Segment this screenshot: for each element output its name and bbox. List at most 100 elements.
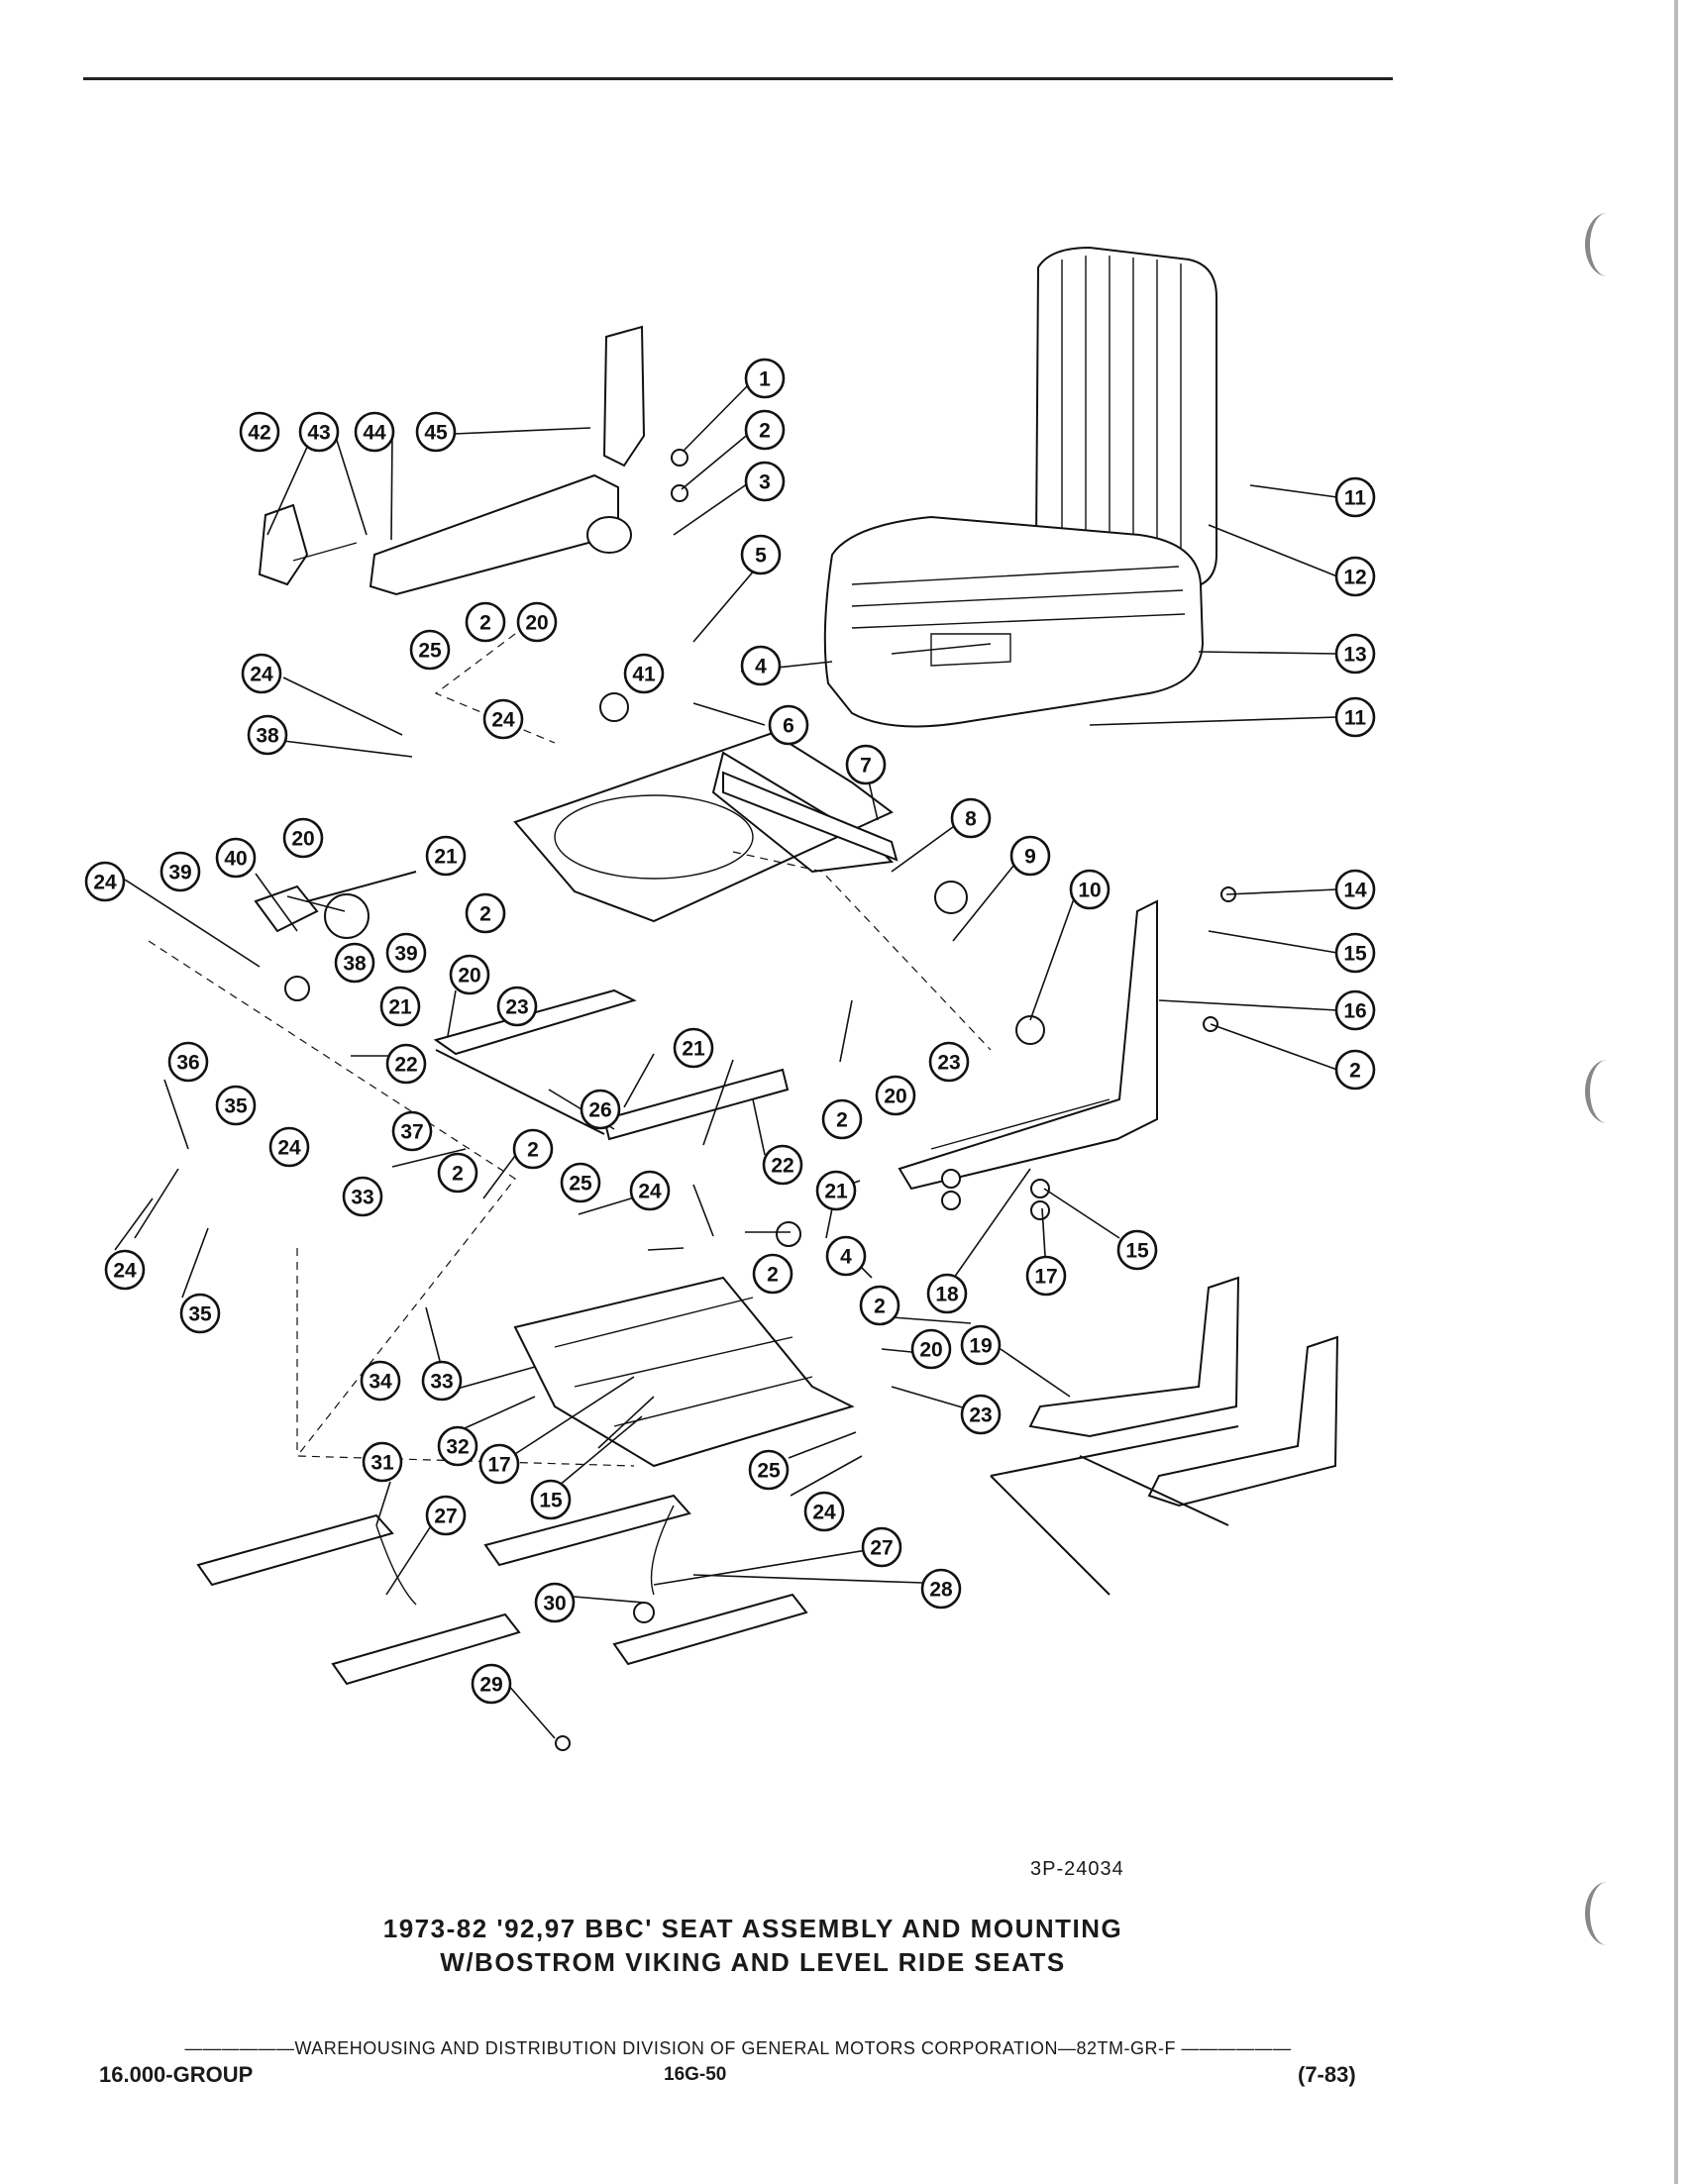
callout-number: 38 xyxy=(256,725,279,748)
callout-circle xyxy=(748,1449,790,1491)
callout-35: 35 xyxy=(215,1085,257,1126)
callout-circle xyxy=(425,1495,467,1536)
callout-number: 2 xyxy=(767,1264,779,1287)
callout-number: 2 xyxy=(1349,1060,1361,1083)
callout-number: 27 xyxy=(434,1506,457,1528)
callout-20: 20 xyxy=(449,954,490,995)
callout-circle xyxy=(744,461,786,502)
callout-24: 24 xyxy=(482,698,524,740)
callout-circle xyxy=(815,1170,857,1211)
callout-20: 20 xyxy=(910,1328,952,1370)
callout-circle xyxy=(84,861,126,902)
callout-2: 2 xyxy=(465,601,506,643)
callout-number: 4 xyxy=(840,1246,852,1269)
callout-number: 3 xyxy=(759,471,771,494)
callout-number: 23 xyxy=(937,1052,960,1075)
callout-circle xyxy=(928,1041,970,1083)
callout-15: 15 xyxy=(1116,1229,1158,1271)
callout-40: 40 xyxy=(215,837,257,879)
callout-number: 9 xyxy=(1024,846,1036,869)
callout-number: 24 xyxy=(812,1502,836,1524)
callout-circle xyxy=(1334,696,1376,738)
callout-number: 2 xyxy=(527,1139,539,1162)
callout-number: 2 xyxy=(479,612,491,635)
callout-45: 45 xyxy=(415,411,457,453)
callout-17: 17 xyxy=(1025,1255,1067,1297)
binder-hole xyxy=(1585,1060,1630,1123)
callout-circle xyxy=(534,1582,576,1623)
callout-circle xyxy=(215,837,257,879)
callout-number: 24 xyxy=(491,709,515,732)
callout-31: 31 xyxy=(362,1441,403,1483)
callout-circle xyxy=(821,1098,863,1140)
callout-circle xyxy=(1009,835,1051,877)
callout-number: 22 xyxy=(771,1155,793,1178)
callout-number: 20 xyxy=(525,612,548,635)
callout-circle xyxy=(920,1568,962,1610)
callout-number: 21 xyxy=(824,1181,848,1203)
callout-number: 36 xyxy=(176,1052,199,1075)
callout-2: 2 xyxy=(752,1253,793,1295)
callout-circle xyxy=(496,986,538,1027)
callout-number: 39 xyxy=(394,943,417,966)
callout-number: 1 xyxy=(759,368,771,391)
binder-hole xyxy=(1585,213,1630,276)
callout-circle xyxy=(415,411,457,453)
callout-30: 30 xyxy=(534,1582,576,1623)
callout-29: 29 xyxy=(471,1663,512,1705)
callout-number: 20 xyxy=(919,1339,942,1362)
callout-circle xyxy=(740,534,782,575)
callout-38: 38 xyxy=(334,942,375,984)
callout-circle xyxy=(104,1249,146,1291)
callout-35: 35 xyxy=(179,1293,221,1334)
callout-circle xyxy=(1334,633,1376,675)
callout-number: 24 xyxy=(250,664,273,686)
fasteners xyxy=(284,449,1236,1751)
callout-16: 16 xyxy=(1334,989,1376,1031)
callout-25: 25 xyxy=(560,1162,601,1203)
callout-15: 15 xyxy=(1334,932,1376,974)
callout-number: 42 xyxy=(248,422,270,445)
seat-riser-bracket xyxy=(258,325,646,596)
callout-21: 21 xyxy=(673,1027,714,1069)
callout-number: 24 xyxy=(113,1260,137,1283)
callout-number: 2 xyxy=(452,1163,464,1186)
callout-circle xyxy=(159,851,201,892)
swivel-plate xyxy=(513,731,898,923)
callout-circle xyxy=(744,358,786,399)
callout-5: 5 xyxy=(740,534,782,575)
callout-28: 28 xyxy=(920,1568,962,1610)
callout-1: 1 xyxy=(744,358,786,399)
callout-number: 15 xyxy=(1343,943,1367,966)
callout-22: 22 xyxy=(762,1144,803,1186)
callout-17: 17 xyxy=(478,1443,520,1485)
callout-circle xyxy=(623,653,665,694)
page-edge xyxy=(1674,0,1678,2184)
callout-18: 18 xyxy=(926,1273,968,1314)
callout-2: 2 xyxy=(437,1152,478,1194)
callout-circle xyxy=(362,1441,403,1483)
callout-circle xyxy=(421,1360,463,1402)
callout-number: 6 xyxy=(783,715,794,738)
callout-circle xyxy=(282,817,324,859)
callout-circle xyxy=(560,1162,601,1203)
callout-circle xyxy=(740,645,782,686)
callout-number: 23 xyxy=(505,996,528,1019)
callout-3: 3 xyxy=(744,461,786,502)
callout-number: 5 xyxy=(755,545,767,568)
callout-circle xyxy=(247,714,288,756)
callout-number: 4 xyxy=(755,656,767,678)
callout-26: 26 xyxy=(580,1089,621,1130)
callout-circle xyxy=(241,653,282,694)
callout-number: 11 xyxy=(1344,487,1367,510)
callout-23: 23 xyxy=(960,1394,1002,1435)
callout-circle xyxy=(409,629,451,671)
callout-number: 8 xyxy=(965,808,977,831)
callout-number: 2 xyxy=(759,420,771,443)
callout-33: 33 xyxy=(421,1360,463,1402)
callout-number: 38 xyxy=(343,953,367,976)
side-riser xyxy=(898,899,1158,1191)
callout-39: 39 xyxy=(385,932,427,974)
callout-number: 19 xyxy=(969,1335,992,1358)
